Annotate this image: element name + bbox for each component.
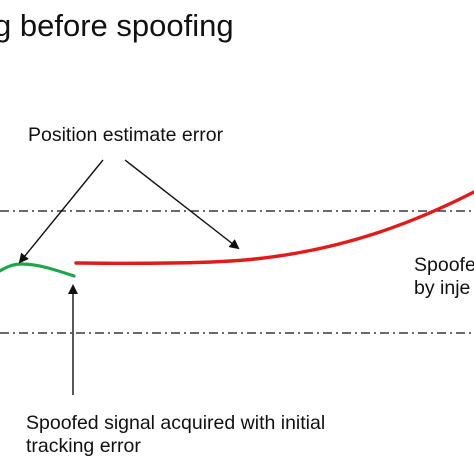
spoofed-track-curve [74, 190, 474, 266]
diagram-title: g before spoofing [0, 8, 234, 43]
error-arrow-left [18, 159, 104, 264]
spoofed-injection-label: Spoofe by inje [414, 254, 474, 299]
true-track-curve [0, 262, 76, 278]
spoofed-acquired-label: Spoofed signal acquired with initial tra… [26, 412, 326, 457]
error-arrow-right [124, 159, 240, 250]
position-error-label: Position estimate error [28, 124, 224, 146]
